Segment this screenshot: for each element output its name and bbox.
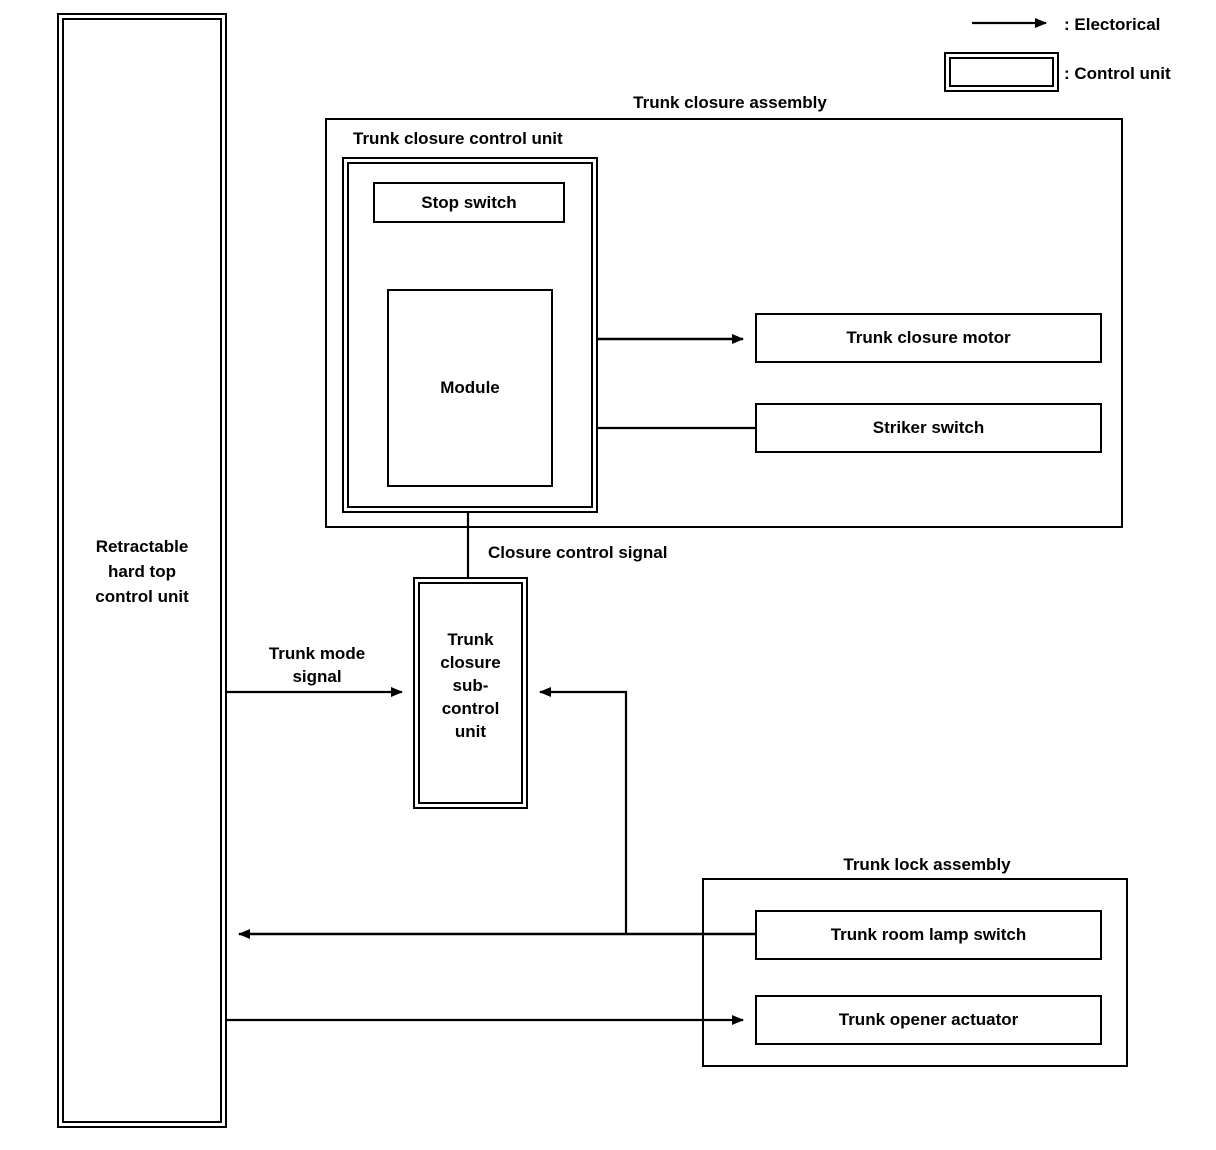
- legend-control-unit-label: : Control unit: [1064, 64, 1171, 83]
- retractable-hard-top-control-unit-box: [57, 13, 227, 1128]
- closure-control-signal-label: Closure control signal: [488, 543, 668, 562]
- module-label: Module: [440, 378, 500, 397]
- striker-switch-box: Striker switch: [755, 403, 1102, 453]
- trunk-closure-motor-box: Trunk closure motor: [755, 313, 1102, 363]
- stop-switch-label: Stop switch: [421, 192, 517, 212]
- trunk-closure-sub-control-unit-box: Trunk closure sub- control unit: [413, 577, 528, 809]
- legend-electrical-label: : Electorical: [1064, 15, 1161, 34]
- trunk-room-lamp-switch-label: Trunk room lamp switch: [830, 925, 1027, 944]
- striker-switch-label: Striker switch: [872, 418, 985, 437]
- trunk-closure-control-unit-label: Trunk closure control unit: [353, 129, 563, 148]
- trunk-closure-assembly-label: Trunk closure assembly: [633, 93, 827, 112]
- stop-switch-box: Stop switch: [373, 182, 565, 223]
- wire-lamp-branch-to-subcontrol: [539, 687, 628, 934]
- trunk-lock-assembly-box: [702, 878, 1128, 1067]
- trunk-closure-motor-label: Trunk closure motor: [846, 328, 1011, 347]
- trunk-lock-assembly-label: Trunk lock assembly: [843, 855, 1011, 874]
- retractable-hard-top-control-unit-label: Retractable hard top control unit: [95, 537, 189, 606]
- trunk-closure-sub-control-unit-label: Trunk closure sub- control unit: [440, 629, 501, 741]
- trunk-mode-signal-label: Trunk mode signal: [268, 644, 366, 686]
- trunk-closure-assembly-box: [325, 118, 1123, 528]
- module-box: Module: [387, 289, 553, 487]
- trunk-opener-actuator-box: Trunk opener actuator: [755, 995, 1102, 1045]
- legend-control-unit-box: [944, 52, 1059, 92]
- trunk-opener-actuator-label: Trunk opener actuator: [838, 1010, 1019, 1029]
- trunk-room-lamp-switch-box: Trunk room lamp switch: [755, 910, 1102, 960]
